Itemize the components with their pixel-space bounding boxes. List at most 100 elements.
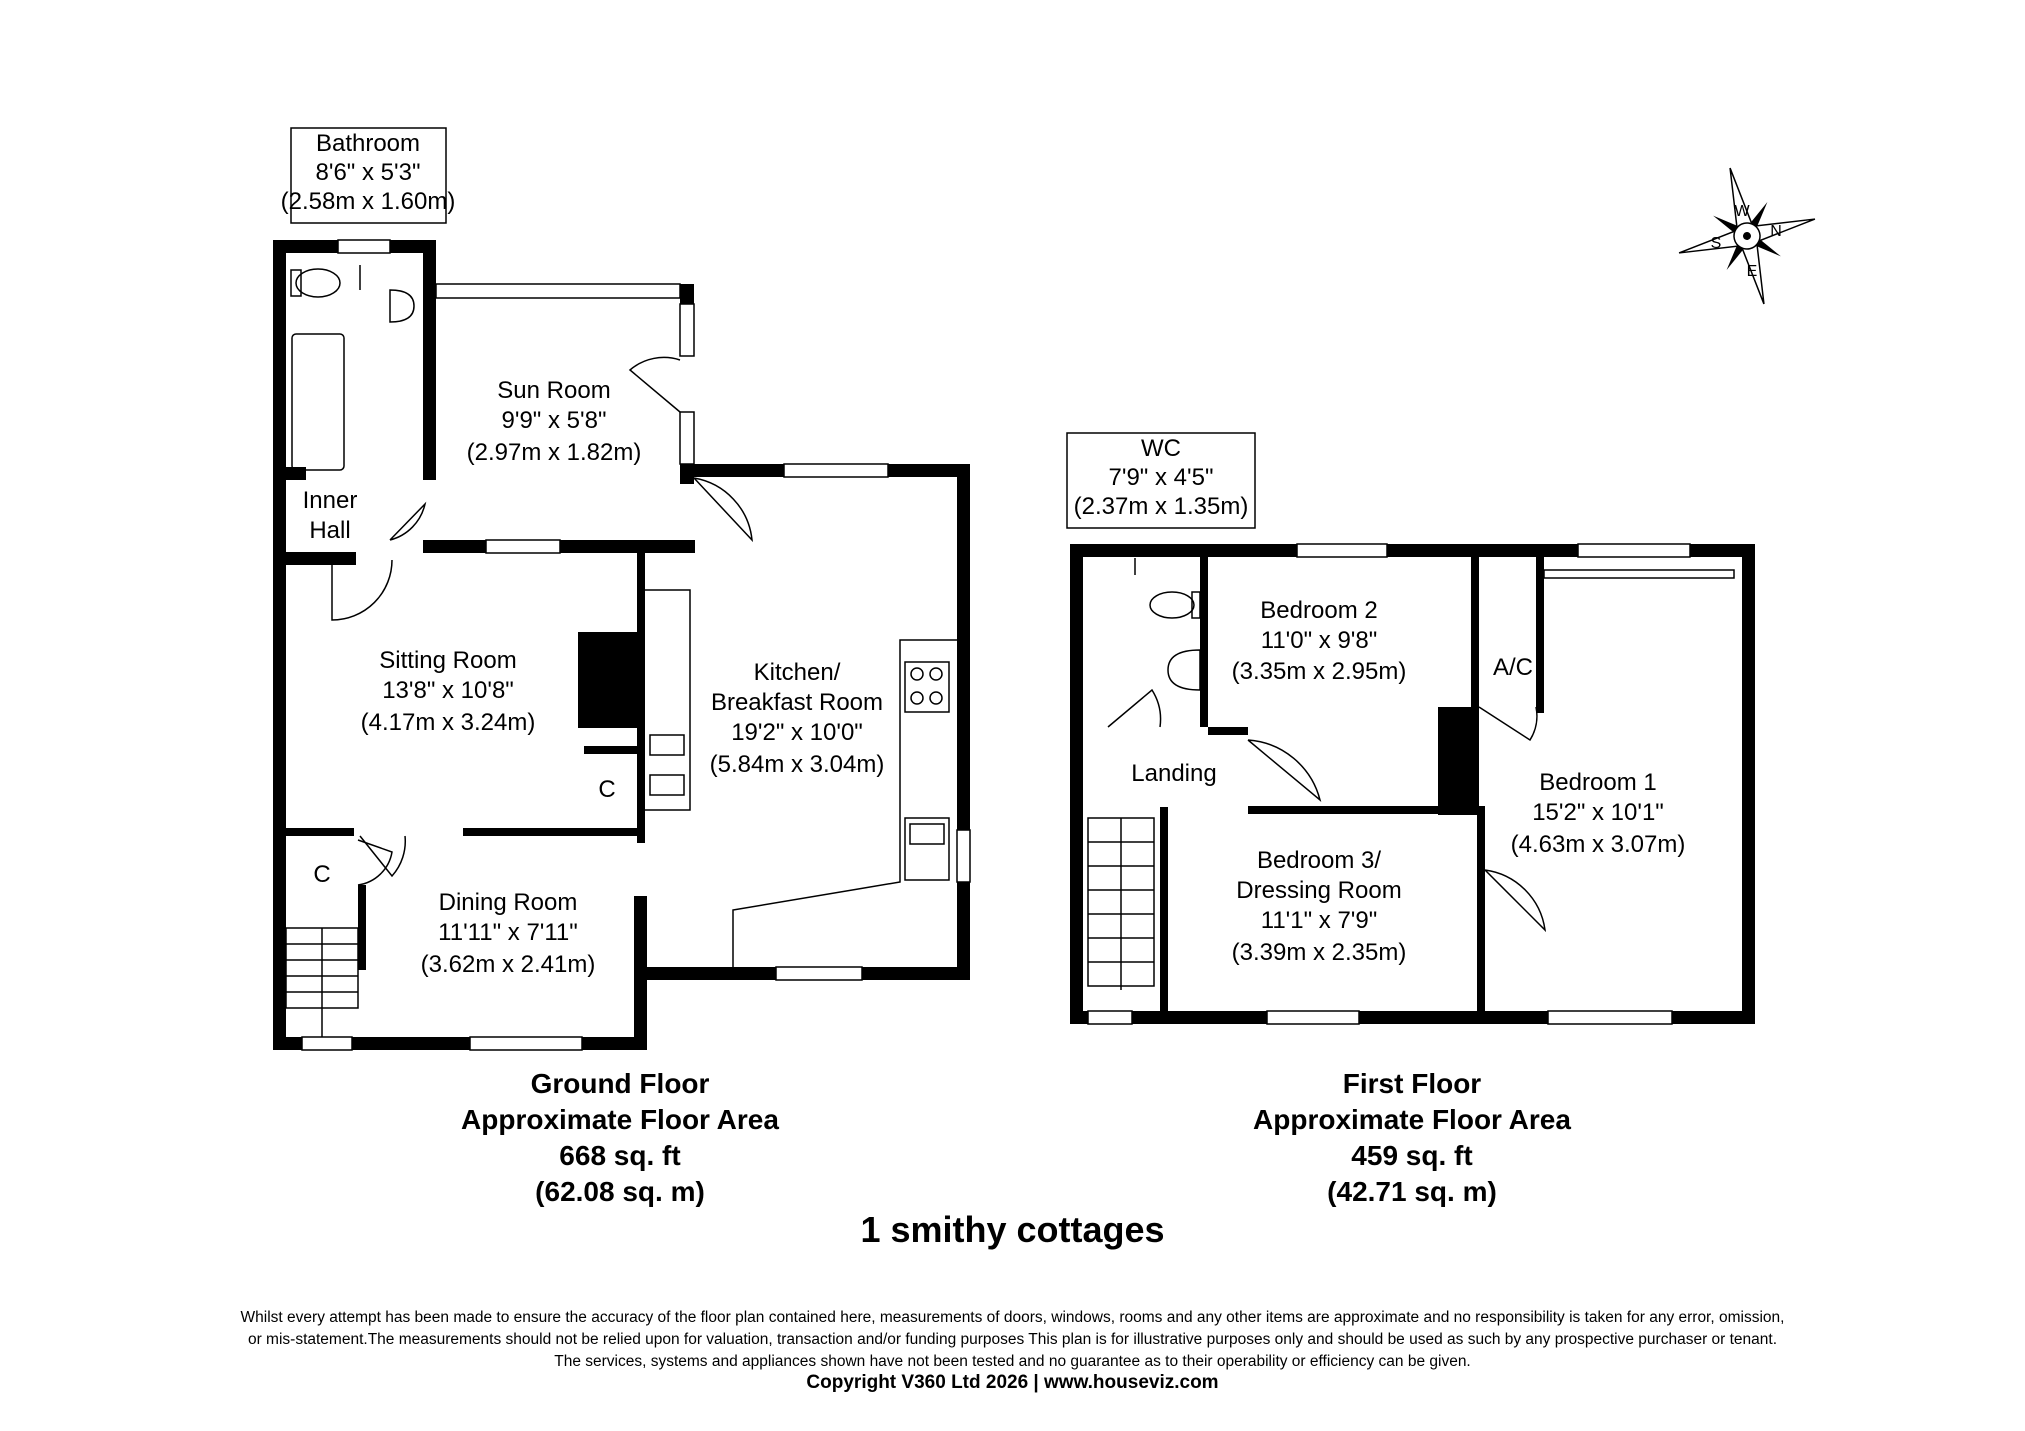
wall (273, 240, 286, 1050)
ground-floor-subtitle: Approximate Floor Area (461, 1104, 779, 1135)
kitchen-name-line1: Kitchen/ (754, 659, 841, 686)
window (1296, 543, 1388, 558)
window (337, 239, 391, 254)
hob (649, 734, 685, 756)
dining-room-size-imperial: 11'11" x 7'11" (438, 919, 578, 946)
disclaimer-line: The services, systems and appliances sho… (554, 1353, 1471, 1370)
bedroom1-name: Bedroom 1 (1539, 769, 1656, 796)
first-floor-title: First Floor (1342, 1068, 1482, 1099)
toilet (1149, 591, 1195, 619)
wall (1070, 544, 1083, 1024)
disclaimer: Whilst every attempt has been made to en… (150, 1307, 1875, 1373)
sink-bowl (909, 823, 945, 845)
wall (578, 632, 638, 728)
inner-hall-name-line1: Inner (303, 487, 358, 514)
wall (1200, 557, 1208, 727)
disclaimer-line: or mis-statement.The measurements should… (247, 1331, 1778, 1348)
door-swing (693, 477, 753, 543)
cupboard-dining-label: C (313, 861, 330, 888)
wall (273, 467, 306, 480)
bedroom3-name-line1: Bedroom 3/ (1257, 847, 1381, 874)
cooker-ring (910, 691, 924, 705)
door-swing (389, 501, 427, 541)
first-floor-area-sqm: (42.71 sq. m) (1327, 1176, 1497, 1207)
kitchen-size-metric: (5.84m x 3.04m) (710, 751, 885, 778)
sitting-room-size-metric: (4.17m x 3.24m) (361, 709, 536, 736)
bathroom-size-imperial: 8'6" x 5'3" (316, 159, 421, 186)
compass-w-label: W (1734, 203, 1750, 220)
bedroom2-size-imperial: 11'0" x 9'8" (1261, 627, 1378, 654)
first-floor-plan (1066, 432, 1755, 1025)
cooker-ring (910, 667, 924, 681)
bedroom3-name-line2: Dressing Room (1236, 877, 1401, 904)
wc-size-metric: (2.37m x 1.35m) (1074, 493, 1249, 520)
window (783, 463, 889, 478)
wall (634, 896, 647, 1050)
compass-icon (1678, 167, 1816, 305)
wall (957, 464, 970, 980)
wall (463, 828, 638, 836)
wall (1248, 806, 1478, 814)
bedroom3-size-metric: (3.39m x 2.35m) (1232, 939, 1407, 966)
wall (1477, 806, 1485, 1011)
landing-label: Landing (1131, 760, 1216, 787)
door-swing (357, 839, 393, 886)
window (469, 1036, 583, 1051)
window (1547, 1010, 1673, 1025)
ground-floor-plan (273, 127, 971, 1051)
window (485, 539, 561, 554)
door-swing (359, 835, 407, 878)
wall (1438, 707, 1479, 815)
compass-n-label: N (1770, 223, 1782, 240)
cooker-ring (929, 691, 943, 705)
sink (904, 817, 950, 881)
basin (389, 289, 415, 323)
sun-room-size-metric: (2.97m x 1.82m) (467, 439, 642, 466)
door-swing (1478, 706, 1538, 742)
wall (1742, 544, 1755, 1024)
wall (286, 828, 354, 836)
cooker (904, 661, 950, 713)
dining-room-size-metric: (3.62m x 2.41m) (421, 951, 596, 978)
window (679, 303, 695, 357)
bathroom-name: Bathroom (316, 130, 420, 157)
cupboard-sitting-label: C (598, 776, 615, 803)
ground-floor-summary: Ground Floor Approximate Floor Area 668 … (420, 1066, 820, 1210)
inner-hall-name-line2: Hall (309, 517, 350, 544)
ground-floor-area-sqft: 668 sq. ft (559, 1140, 681, 1171)
bedroom1-size-imperial: 15'2" x 10'1" (1532, 799, 1664, 826)
wall-thin (435, 283, 681, 299)
window (956, 829, 971, 883)
door-swing (1247, 739, 1322, 803)
wc-size-imperial: 7'9" x 4'5" (1109, 464, 1214, 491)
wall (1536, 557, 1544, 713)
property-address: 1 smithy cottages (860, 1209, 1165, 1250)
staircase (1087, 817, 1155, 990)
kitchen-worktop (645, 589, 691, 811)
bathroom-label-box (290, 127, 447, 224)
hob (649, 774, 685, 796)
bathroom-size-metric: (2.58m x 1.60m) (281, 188, 456, 215)
sun-room-name: Sun Room (497, 377, 610, 404)
wardrobe (1543, 569, 1735, 579)
wall (1208, 727, 1248, 735)
ground-floor-area-sqm: (62.08 sq. m) (535, 1176, 705, 1207)
sun-room-size-imperial: 9'9" x 5'8" (502, 407, 607, 434)
toilet-cistern (290, 269, 302, 297)
window (1577, 543, 1691, 558)
door-swing (1107, 688, 1162, 728)
bedroom1-size-metric: (4.63m x 3.07m) (1511, 831, 1686, 858)
wall (286, 552, 356, 565)
dining-room-name: Dining Room (439, 889, 578, 916)
kitchen-name-line2: Breakfast Room (711, 689, 883, 716)
kitchen-worktop (732, 639, 957, 967)
disclaimer-line: Whilst every attempt has been made to en… (240, 1309, 1785, 1326)
wc-label-box (1066, 432, 1256, 529)
sitting-room-name: Sitting Room (379, 647, 516, 674)
compass-s-label: S (1711, 235, 1722, 252)
bedroom3-size-imperial: 11'1" x 7'9" (1261, 907, 1378, 934)
toilet (295, 268, 341, 298)
copyright: Copyright V360 Ltd 2026 | www.houseviz.c… (806, 1372, 1219, 1393)
window (775, 966, 863, 981)
